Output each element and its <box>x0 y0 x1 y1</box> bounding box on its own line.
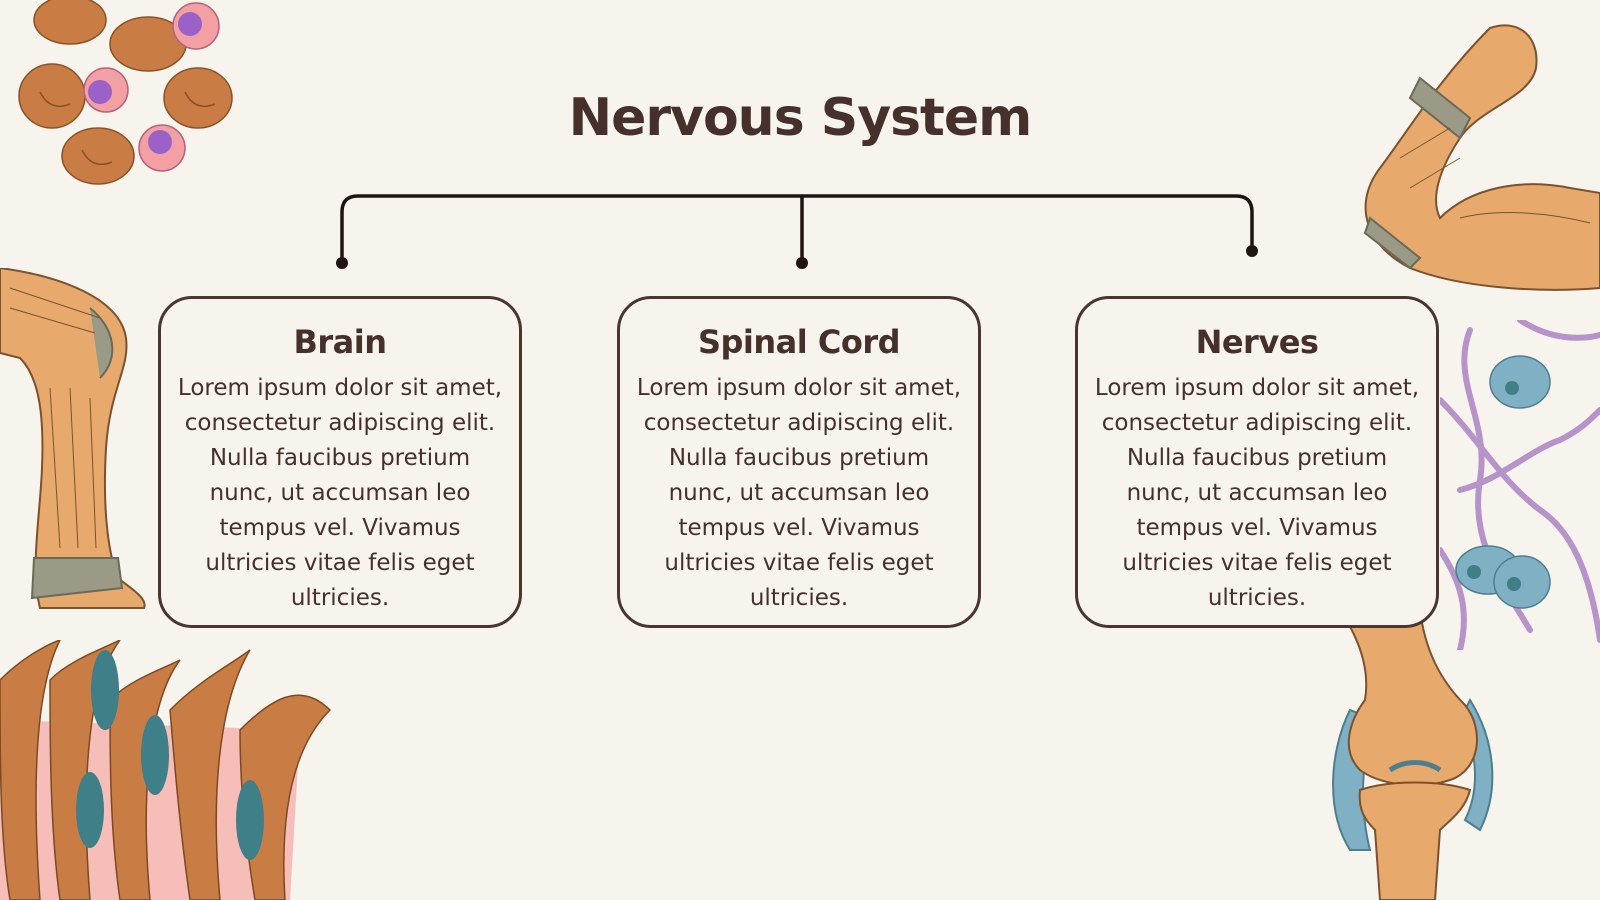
card-text: Lorem ipsum dolor sit amet, consectetur … <box>177 375 503 611</box>
connector-lines <box>336 194 1258 269</box>
leg-muscle-illustration <box>0 268 146 609</box>
card-text: Lorem ipsum dolor sit amet, consectetur … <box>636 375 962 611</box>
arm-muscle-illustration <box>1363 24 1600 291</box>
card-heading: Nerves <box>1195 323 1319 361</box>
card-nerves: Nerves Lorem ipsum dolor sit amet, conse… <box>1075 296 1439 628</box>
tissue-illustration <box>0 640 332 900</box>
connector-dot-brain <box>336 257 348 269</box>
card-heading: Spinal Cord <box>697 323 901 361</box>
card-brain: Brain Lorem ipsum dolor sit amet, consec… <box>158 296 522 628</box>
card-heading: Brain <box>293 323 387 361</box>
blood-cells-illustration <box>18 0 233 185</box>
card-text: Lorem ipsum dolor sit amet, consectetur … <box>1094 375 1420 611</box>
connector-dot-spinal-cord <box>796 257 808 269</box>
connector-dot-nerves <box>1246 245 1258 257</box>
neuron-cells-illustration <box>1440 320 1600 650</box>
knee-joint-illustration <box>1332 610 1494 900</box>
card-spinal-cord: Spinal Cord Lorem ipsum dolor sit amet, … <box>617 296 981 628</box>
page-title: Nervous System <box>568 88 1033 148</box>
